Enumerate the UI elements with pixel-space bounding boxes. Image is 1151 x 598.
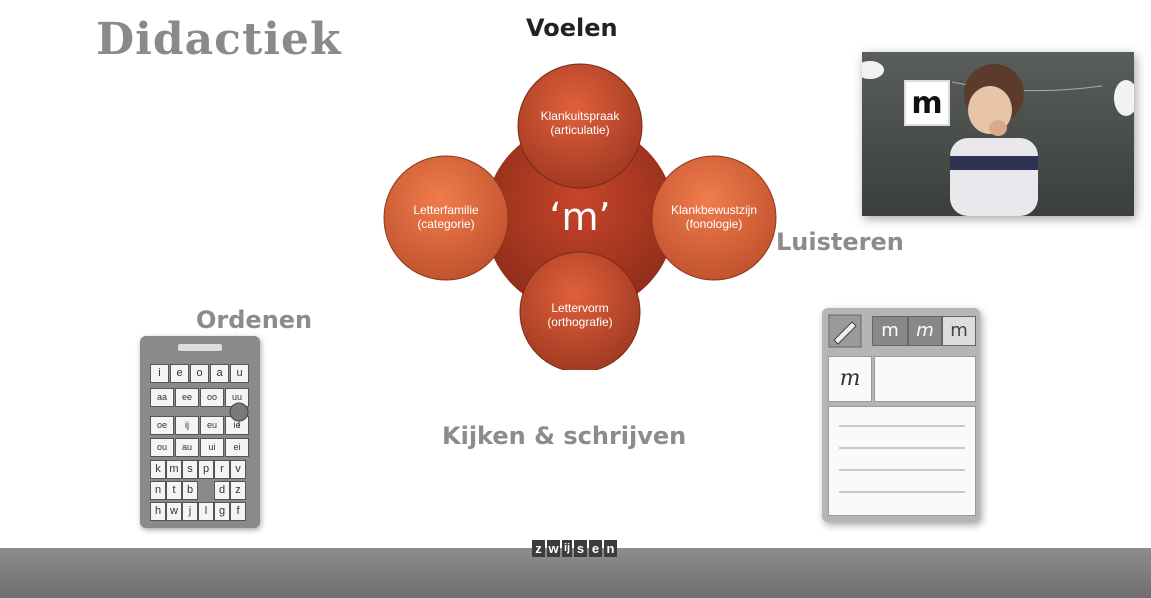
- circle-articulatie: [517, 63, 643, 189]
- letter-button-print[interactable]: m: [872, 316, 908, 346]
- writing-line: [839, 469, 965, 471]
- label-voelen: Voelen: [526, 14, 618, 42]
- circle-fonologie: [651, 155, 777, 281]
- categorie-line1: Letterfamilie: [413, 203, 479, 217]
- logo-letter: z: [532, 540, 545, 557]
- letter-tile[interactable]: v: [230, 460, 246, 479]
- letter-tablet: i e o a u aa ee oo uu oe ij eu ie ou au …: [140, 336, 260, 528]
- letter-tile[interactable]: z: [230, 481, 246, 500]
- script-letter: m: [839, 366, 861, 391]
- circle-categorie: [383, 155, 509, 281]
- letter-tile[interactable]: f: [230, 502, 246, 521]
- letter-tile[interactable]: aa: [150, 388, 174, 407]
- label-kijken-schrijven: Kijken & schrijven: [442, 422, 687, 450]
- letter-tile[interactable]: g: [214, 502, 230, 521]
- letter-tile[interactable]: au: [175, 438, 199, 457]
- letter-tile[interactable]: oo: [200, 388, 224, 407]
- tablet-title-bar: [178, 344, 222, 351]
- writing-line: [839, 425, 965, 427]
- letter-button-script[interactable]: m: [908, 316, 942, 346]
- center-circle: [485, 123, 675, 313]
- letter-tile[interactable]: ou: [150, 438, 174, 457]
- letter-tile[interactable]: ui: [200, 438, 224, 457]
- letter-tile[interactable]: eu: [200, 416, 224, 435]
- circle-orthografie: [519, 251, 641, 370]
- fonologie-line1: Klankbewustzijn: [671, 203, 757, 217]
- page-title: Didactiek: [96, 14, 342, 65]
- categorie-line2: (categorie): [417, 217, 474, 231]
- letter-tile[interactable]: ei: [225, 438, 249, 457]
- didactiek-diagram: ‘m’ Klankuitspraak (articulatie) Klankbe…: [383, 63, 777, 370]
- writing-line: [839, 491, 965, 493]
- footer-bar: z w ij s e n: [0, 540, 1151, 598]
- drawing-panel[interactable]: [874, 356, 976, 402]
- logo-letter: e: [589, 540, 602, 557]
- letter-tile[interactable]: u: [230, 364, 249, 383]
- label-luisteren: Luisteren: [776, 228, 904, 256]
- letter-tile[interactable]: r: [214, 460, 230, 479]
- cloud-decoration-icon: [862, 61, 1134, 216]
- logo-letter: n: [604, 540, 617, 557]
- writing-worksheet: m m m m: [822, 308, 980, 522]
- pencil-picture-icon: [828, 314, 862, 348]
- script-sample-panel: m: [828, 356, 872, 402]
- letter-tile[interactable]: ij: [175, 416, 199, 435]
- letter-tile[interactable]: n: [150, 481, 166, 500]
- label-ordenen: Ordenen: [196, 306, 313, 334]
- logo-letter: s: [574, 540, 587, 557]
- letter-tile[interactable]: j: [182, 502, 198, 521]
- balloon-icon: [229, 402, 249, 428]
- letter-card: m: [904, 80, 950, 126]
- letter-tile[interactable]: d: [214, 481, 230, 500]
- letter-tile[interactable]: a: [210, 364, 229, 383]
- letter-tile[interactable]: s: [182, 460, 198, 479]
- fonologie-line2: (fonologie): [686, 217, 743, 231]
- letter-tile[interactable]: uu: [225, 388, 249, 407]
- letter-tile[interactable]: p: [198, 460, 214, 479]
- letter-tile[interactable]: b: [182, 481, 198, 500]
- writing-line: [839, 447, 965, 449]
- center-letter: ‘m’: [549, 195, 610, 239]
- logo-letter: ij: [562, 540, 572, 557]
- zwijsen-logo: z w ij s e n: [532, 540, 617, 557]
- articulatie-line2: (articulatie): [550, 123, 609, 137]
- long-vowel-grid: aa ee oo uu: [150, 388, 249, 407]
- letter-tile[interactable]: m: [166, 460, 182, 479]
- vowel-grid: i e o a u: [150, 364, 249, 383]
- letter-tile[interactable]: w: [166, 502, 182, 521]
- articulatie-line1: Klankuitspraak: [541, 109, 621, 123]
- letter-tile[interactable]: h: [150, 502, 166, 521]
- letter-tile[interactable]: i: [150, 364, 169, 383]
- orthografie-line2: (orthografie): [547, 315, 612, 329]
- orthografie-line1: Lettervorm: [551, 301, 608, 315]
- letter-tile[interactable]: l: [198, 502, 214, 521]
- letter-tile[interactable]: ee: [175, 388, 199, 407]
- letter-button-lined[interactable]: m: [942, 316, 976, 346]
- writing-lines-panel[interactable]: [828, 406, 976, 516]
- diphthong-grid: oe ij eu ie ou au ui ei: [150, 416, 249, 457]
- letter-tile[interactable]: t: [166, 481, 182, 500]
- video-still: m: [862, 52, 1134, 216]
- logo-letter: w: [547, 540, 560, 557]
- letter-tile[interactable]: e: [170, 364, 189, 383]
- letter-tile[interactable]: k: [150, 460, 166, 479]
- letter-tile[interactable]: oe: [150, 416, 174, 435]
- consonant-grid: k m s p r v n t b d z h w j l g f: [150, 460, 246, 521]
- letter-tile[interactable]: o: [190, 364, 209, 383]
